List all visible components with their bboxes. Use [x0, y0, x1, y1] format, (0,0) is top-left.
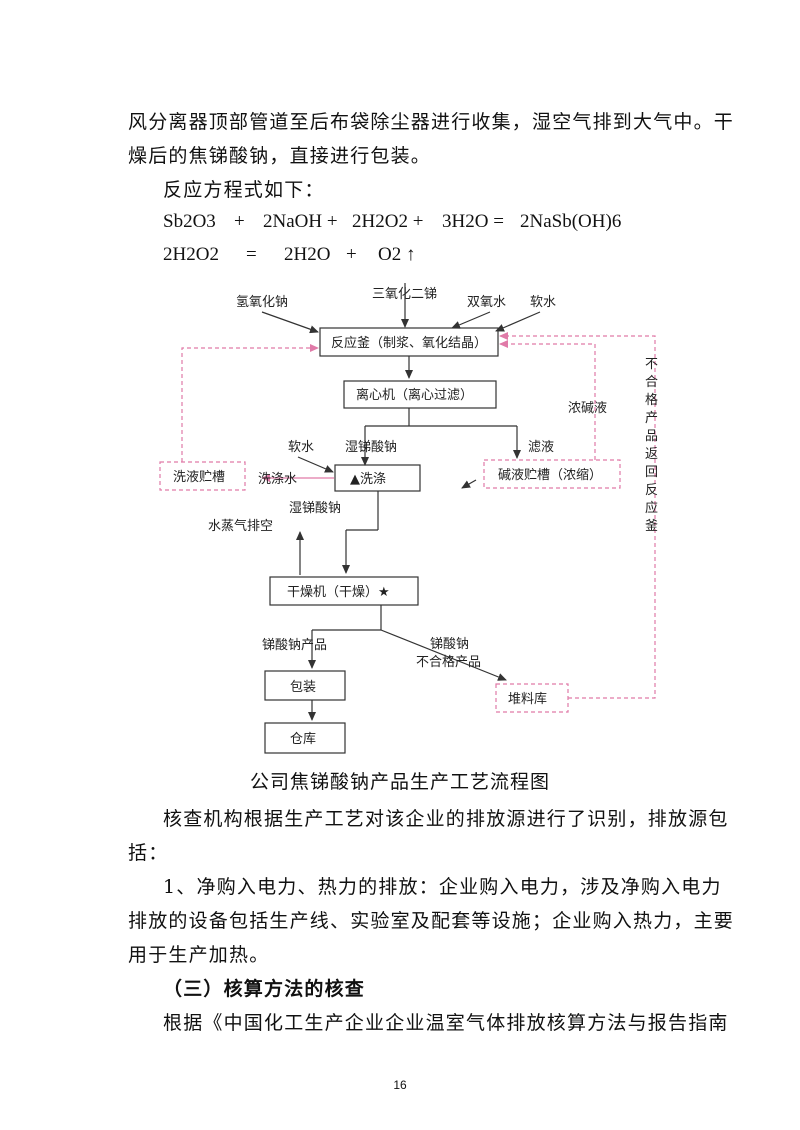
eq1-term: Sb2O3	[163, 211, 216, 232]
eq1-operator: +	[234, 211, 245, 232]
label-soft-water2: 软水	[288, 440, 314, 455]
arrow-h2o2	[451, 311, 491, 329]
arrow-small	[461, 479, 477, 489]
box-packaging-label: 包装	[290, 680, 316, 695]
label-steam-vent: 水蒸气排空	[208, 518, 273, 534]
paragraph-line: 1、净购入电力、热力的排放：企业购入电力，涉及净购入电力	[163, 876, 722, 898]
process-flow-diagram: 氢氧化钠 三氧化二锑 双氧水 软水 反应釜（制浆、氧化结晶） 离心机（离心过滤）…	[159, 283, 658, 754]
input-label-h2o2: 双氧水	[467, 295, 506, 310]
box-washing-label: ▲洗涤	[350, 472, 386, 487]
input-label-naoh: 氢氧化钠	[236, 295, 288, 310]
label-wash-water: 洗涤水	[258, 472, 297, 487]
box-warehouse	[264, 722, 346, 754]
eq1-term: 2H2O2 +	[352, 211, 424, 232]
eq2-term: 2H2O2	[163, 244, 219, 265]
label-filtrate: 滤液	[528, 440, 554, 455]
arrow-to-stockpile	[380, 629, 507, 681]
arrow-naoh	[261, 311, 319, 334]
loop-alkali-return	[499, 340, 596, 460]
eq1-term: 3H2O =	[442, 211, 504, 232]
eq1-term: 2NaOH +	[263, 211, 338, 232]
loop-reject-return	[499, 332, 656, 699]
box-packaging	[264, 670, 346, 701]
paragraph-line: 核查机构根据生产工艺对该企业的排放源进行了识别，排放源包	[163, 808, 729, 830]
box-wash-tank	[159, 461, 246, 491]
loop-wash-tank-return	[181, 344, 319, 462]
label-reject-a: 锑酸钠	[430, 637, 469, 652]
eq2-operator: =	[246, 244, 257, 265]
label-wet-sodium2: 湿锑酸钠	[289, 501, 341, 516]
arrow-soft-water	[495, 311, 541, 332]
paragraph-line: 反应方程式如下：	[163, 179, 325, 201]
page-number: 16	[393, 1078, 407, 1092]
label-reject-b: 不合格产品	[416, 654, 481, 670]
box-centrifuge	[343, 380, 497, 409]
paragraph-line: 排放的设备包括生产线、实验室及配套等设施；企业购入热力，主要	[128, 910, 735, 932]
paragraph-line: 燥后的焦锑酸钠，直接进行包装。	[128, 145, 432, 167]
box-stockpile-label: 堆料库	[508, 691, 547, 707]
eq1-term: 2NaSb(OH)6	[520, 211, 622, 232]
box-alkali-tank-label: 碱液贮槽（浓缩）	[498, 467, 602, 483]
label-return-loop: 不合格产品返回反应釜	[645, 357, 658, 534]
label-product: 锑酸钠产品	[262, 638, 327, 653]
eq2-term: 2H2O	[284, 244, 331, 265]
box-dryer-label: 干燥机（干燥）★	[287, 585, 390, 600]
box-warehouse-label: 仓库	[290, 731, 316, 747]
box-wash-tank-label: 洗液贮槽	[173, 470, 225, 485]
section-heading: （三）核算方法的核查	[163, 978, 366, 1000]
paragraph-line: 用于生产加热。	[128, 944, 270, 966]
paragraph-line: 括：	[128, 842, 169, 864]
box-alkali-tank	[483, 459, 621, 489]
input-label-soft-water: 软水	[530, 295, 556, 310]
label-wet-sodium: 湿锑酸钠	[345, 440, 397, 455]
box-dryer	[269, 576, 419, 606]
label-conc-alkali: 浓碱液	[568, 401, 607, 416]
paragraph-line: 风分离器顶部管道至后布袋除尘器进行收集，湿空气排到大气中。干	[128, 111, 735, 133]
eq2-term: O2 ↑	[378, 244, 416, 265]
box-centrifuge-label: 离心机（离心过滤）	[356, 387, 473, 403]
eq2-operator: +	[346, 244, 357, 265]
paragraph-line: 根据《中国化工生产企业企业温室气体排放核算方法与报告指南	[163, 1012, 729, 1034]
figure-caption: 公司焦锑酸钠产品生产工艺流程图	[249, 771, 550, 793]
box-reactor-label: 反应釜（制浆、氧化结晶）	[331, 335, 487, 351]
arrow-soft-water-washing	[297, 456, 334, 473]
